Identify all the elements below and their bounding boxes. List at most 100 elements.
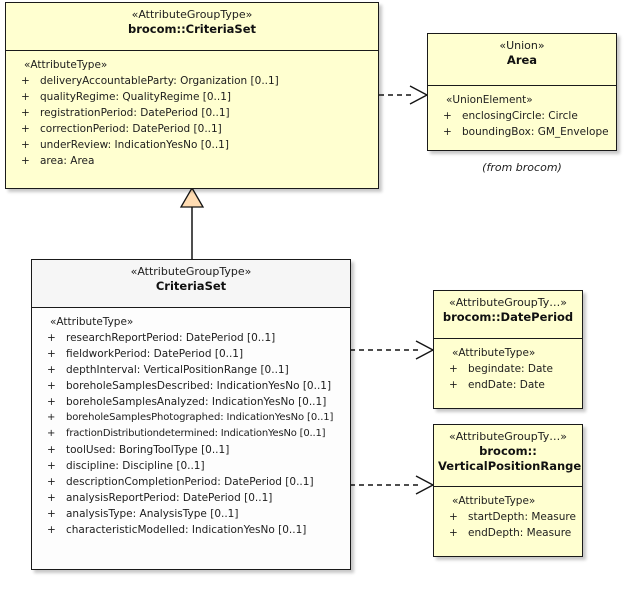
visibility-marker: +	[47, 460, 56, 472]
class-header-dateperiod: «AttributeGroupTy…» brocom::DatePeriod	[434, 291, 582, 339]
class-box-dateperiod[interactable]: «AttributeGroupTy…» brocom::DatePeriod «…	[433, 290, 583, 409]
attribute-row[interactable]: + begindate: Date	[438, 361, 578, 377]
class-box-verticalpositionrange[interactable]: «AttributeGroupTy…» brocom:: VerticalPos…	[433, 424, 583, 557]
attribute-row[interactable]: + analysisType: AnalysisType [0..1]	[36, 506, 346, 522]
class-name-line2: VerticalPositionRange	[438, 459, 582, 473]
visibility-marker: +	[47, 364, 56, 376]
visibility-marker: +	[47, 428, 56, 439]
attribute-row[interactable]: + area: Area	[10, 153, 374, 169]
attribute-row[interactable]: + startDepth: Measure	[438, 509, 578, 525]
attribute-text: endDepth: Measure	[468, 527, 572, 539]
class-name: brocom::CriteriaSet	[127, 22, 256, 36]
attribute-text: correctionPeriod: DatePeriod [0..1]	[40, 123, 222, 135]
attribute-row[interactable]: + boreholeSamplesAnalyzed: IndicationYes…	[36, 394, 346, 410]
attribute-text: startDepth: Measure	[468, 511, 576, 523]
visibility-marker: +	[47, 524, 56, 536]
visibility-marker: +	[47, 492, 56, 504]
attribute-text: deliveryAccountableParty: Organization […	[40, 75, 279, 87]
class-name: brocom::DatePeriod	[442, 310, 574, 324]
class-box-area[interactable]: «Union» Area «UnionElement» + enclosingC…	[427, 33, 617, 151]
attribute-text: fieldworkPeriod: DatePeriod [0..1]	[66, 348, 244, 360]
attribute-row[interactable]: + boreholeSamplesPhotographed: Indicatio…	[36, 410, 346, 426]
attribute-text: boreholeSamplesAnalyzed: IndicationYesNo…	[66, 396, 327, 408]
visibility-marker: +	[47, 396, 56, 408]
class-stereotype: «AttributeGroupTy…»	[448, 430, 568, 443]
attribute-text: analysisType: AnalysisType [0..1]	[66, 508, 239, 520]
attribute-row[interactable]: + fieldworkPeriod: DatePeriod [0..1]	[36, 346, 346, 362]
attribute-row[interactable]: + endDate: Date	[438, 377, 578, 393]
visibility-marker: +	[47, 508, 56, 520]
attribute-text: endDate: Date	[468, 379, 545, 391]
attribute-text: underReview: IndicationYesNo [0..1]	[40, 139, 229, 151]
class-body-dateperiod: «AttributeType» + begindate: Date + endD…	[434, 339, 582, 399]
attribute-row[interactable]: + deliveryAccountableParty: Organization…	[10, 73, 374, 89]
attribute-row[interactable]: + characteristicModelled: IndicationYesN…	[36, 522, 346, 538]
visibility-marker: +	[21, 107, 30, 119]
visibility-marker: +	[449, 527, 458, 539]
attribute-text: fractionDistributiondetermined: Indicati…	[66, 428, 326, 439]
attribute-row[interactable]: + depthInterval: VerticalPositionRange […	[36, 362, 346, 378]
class-body-area: «UnionElement» + enclosingCircle: Circle…	[428, 86, 616, 146]
attribute-text: boreholeSamplesDescribed: IndicationYesN…	[66, 380, 332, 392]
visibility-marker: +	[21, 123, 30, 135]
attribute-text: registrationPeriod: DatePeriod [0..1]	[40, 107, 230, 119]
attribute-text: boundingBox: GM_Envelope	[462, 126, 609, 138]
class-header-area: «Union» Area	[428, 34, 616, 86]
attribute-group-stereotype: «AttributeType»	[452, 495, 536, 507]
class-name: CriteriaSet	[155, 279, 227, 293]
attribute-row[interactable]: + underReview: IndicationYesNo [0..1]	[10, 137, 374, 153]
attribute-group-stereotype: «AttributeType»	[24, 59, 108, 71]
visibility-marker: +	[449, 379, 458, 391]
visibility-marker: +	[21, 155, 30, 167]
class-box-criteriaset[interactable]: «AttributeGroupType» CriteriaSet «Attrib…	[31, 259, 351, 570]
attribute-text: qualityRegime: QualityRegime [0..1]	[40, 91, 231, 103]
attribute-text: discipline: Discipline [0..1]	[66, 460, 205, 472]
dependency-criteriaset-to-dateperiod	[350, 340, 435, 360]
attribute-row[interactable]: + fractionDistributiondetermined: Indica…	[36, 426, 346, 442]
attribute-text: analysisReportPeriod: DatePeriod [0..1]	[66, 492, 273, 504]
class-header-brocom-criteriaset: «AttributeGroupType» brocom::CriteriaSet	[6, 3, 378, 51]
visibility-marker: +	[47, 348, 56, 360]
class-body-verticalpositionrange: «AttributeType» + startDepth: Measure + …	[434, 487, 582, 547]
attribute-row[interactable]: + toolUsed: BoringToolType [0..1]	[36, 442, 346, 458]
attribute-group-stereotype: «AttributeType»	[452, 347, 536, 359]
attribute-row[interactable]: + registrationPeriod: DatePeriod [0..1]	[10, 105, 374, 121]
attribute-row[interactable]: + endDepth: Measure	[438, 525, 578, 541]
class-stereotype: «Union»	[499, 39, 545, 52]
class-body-brocom-criteriaset: «AttributeType» + deliveryAccountablePar…	[6, 51, 378, 175]
attribute-text: toolUsed: BoringToolType [0..1]	[66, 444, 230, 456]
visibility-marker: +	[47, 476, 56, 488]
attribute-text: area: Area	[40, 155, 95, 167]
attribute-group-stereotype: «UnionElement»	[446, 94, 533, 106]
attribute-text: researchReportPeriod: DatePeriod [0..1]	[66, 332, 276, 344]
visibility-marker: +	[449, 363, 458, 375]
visibility-marker: +	[47, 412, 56, 423]
class-box-brocom-criteriaset[interactable]: «AttributeGroupType» brocom::CriteriaSet…	[5, 2, 379, 189]
visibility-marker: +	[47, 380, 56, 392]
class-stereotype: «AttributeGroupType»	[131, 8, 253, 21]
attribute-row[interactable]: + boreholeSamplesDescribed: IndicationYe…	[36, 378, 346, 394]
attribute-group-stereotype: «AttributeType»	[50, 316, 134, 328]
dependency-criteriaset-to-verticalpositionrange	[350, 475, 435, 495]
class-stereotype: «AttributeGroupType»	[130, 265, 252, 278]
visibility-marker: +	[21, 75, 30, 87]
attribute-row[interactable]: + researchReportPeriod: DatePeriod [0..1…	[36, 330, 346, 346]
class-header-criteriaset: «AttributeGroupType» CriteriaSet	[32, 260, 350, 308]
visibility-marker: +	[443, 126, 452, 138]
attribute-row[interactable]: + qualityRegime: QualityRegime [0..1]	[10, 89, 374, 105]
attribute-text: boreholeSamplesPhotographed: IndicationY…	[66, 412, 334, 423]
class-name-line1: brocom::	[479, 444, 537, 458]
attribute-row[interactable]: + descriptionCompletionPeriod: DatePerio…	[36, 474, 346, 490]
package-note-area: (from brocom)	[482, 161, 562, 174]
visibility-marker: +	[21, 91, 30, 103]
attribute-row[interactable]: + discipline: Discipline [0..1]	[36, 458, 346, 474]
attribute-row[interactable]: + analysisReportPeriod: DatePeriod [0..1…	[36, 490, 346, 506]
attribute-row[interactable]: + correctionPeriod: DatePeriod [0..1]	[10, 121, 374, 137]
class-name: Area	[506, 53, 538, 67]
attribute-row[interactable]: + enclosingCircle: Circle	[432, 108, 612, 124]
attribute-row[interactable]: + boundingBox: GM_Envelope	[432, 124, 612, 140]
generalization-criteriaset-to-brocom-criteriaset	[179, 186, 205, 259]
class-body-criteriaset: «AttributeType» + researchReportPeriod: …	[32, 308, 350, 544]
visibility-marker: +	[443, 110, 452, 122]
